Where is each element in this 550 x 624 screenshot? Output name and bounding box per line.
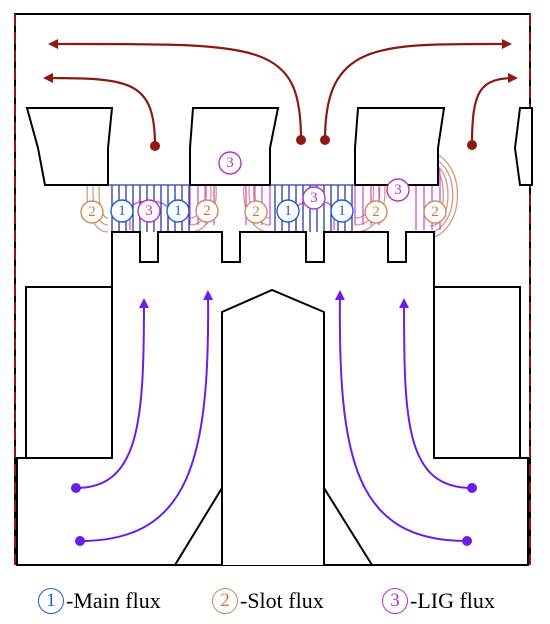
marker-slot-4: 2 — [364, 200, 388, 224]
svg-text:2: 2 — [88, 204, 96, 220]
right-lower-slope — [323, 458, 373, 566]
svg-text:3: 3 — [226, 155, 234, 171]
legend-lig-marker: 3 — [382, 588, 408, 614]
rotor — [16, 231, 529, 566]
right-magnet — [433, 286, 521, 459]
legend: 1 -Main flux 2 -Slot flux 3 -LIG flux — [0, 580, 550, 624]
marker-main-3: 1 — [276, 199, 300, 223]
stator-tooth-3 — [354, 107, 446, 186]
violet-arrow-3 — [399, 298, 473, 489]
svg-text:1: 1 — [284, 203, 292, 219]
violet-arrow-2 — [79, 290, 214, 542]
svg-text:2: 2 — [372, 204, 380, 220]
red-arrow-long-right — [323, 38, 512, 141]
svg-text:2: 2 — [252, 204, 260, 220]
svg-text:3: 3 — [310, 190, 318, 206]
flux-markers: 2 1 3 1 2 3 2 1 3 1 2 3 2 — [80, 151, 447, 224]
flux-diagram: 2 1 3 1 2 3 2 1 3 1 2 3 2 — [14, 13, 533, 566]
marker-main-4: 1 — [330, 199, 354, 223]
violet-arrow-1 — [75, 298, 149, 489]
marker-lig-4: 3 — [386, 178, 410, 202]
marker-lig-3: 3 — [302, 186, 326, 210]
left-magnet — [25, 286, 113, 459]
legend-slot-flux: 2 -Slot flux — [212, 586, 324, 616]
red-arrow-short-right — [470, 73, 518, 146]
stator-teeth — [25, 107, 533, 186]
stator-tooth-4 — [513, 107, 533, 186]
rotor-window — [221, 288, 325, 565]
legend-main-marker: 1 — [38, 588, 64, 614]
violet-arrow-4 — [334, 290, 468, 542]
marker-lig-1: 3 — [137, 199, 161, 223]
red-dot-1 — [296, 135, 306, 145]
red-flux-arrows — [43, 38, 518, 151]
svg-text:1: 1 — [174, 203, 182, 219]
marker-main-2: 1 — [166, 199, 190, 223]
svg-text:1: 1 — [118, 203, 126, 219]
svg-text:3: 3 — [145, 203, 153, 219]
marker-slot-5: 2 — [423, 200, 447, 224]
red-dot-4 — [467, 140, 477, 150]
red-arrow-long-left — [48, 38, 303, 141]
svg-text:2: 2 — [431, 204, 439, 220]
svg-text:1: 1 — [338, 203, 346, 219]
red-arrow-short-left — [43, 73, 157, 147]
stator-tooth-1 — [25, 107, 114, 186]
marker-slot-2: 2 — [195, 199, 219, 223]
marker-main-1: 1 — [110, 199, 134, 223]
marker-slot-1: 2 — [80, 200, 104, 224]
legend-slot-text: -Slot flux — [240, 588, 324, 613]
left-lower-slope — [174, 458, 223, 566]
legend-lig-text: -LIG flux — [410, 588, 495, 613]
red-dot-2 — [320, 135, 330, 145]
red-dot-3 — [150, 141, 160, 151]
legend-lig-flux: 3 -LIG flux — [382, 586, 495, 616]
legend-main-flux: 1 -Main flux — [38, 586, 161, 616]
svg-text:2: 2 — [203, 203, 211, 219]
legend-main-text: -Main flux — [66, 588, 161, 613]
svg-text:3: 3 — [394, 182, 402, 198]
legend-slot-marker: 2 — [212, 588, 238, 614]
violet-flux-arrows — [71, 290, 477, 546]
marker-lig-2: 3 — [218, 151, 242, 175]
marker-slot-3: 2 — [244, 200, 268, 224]
